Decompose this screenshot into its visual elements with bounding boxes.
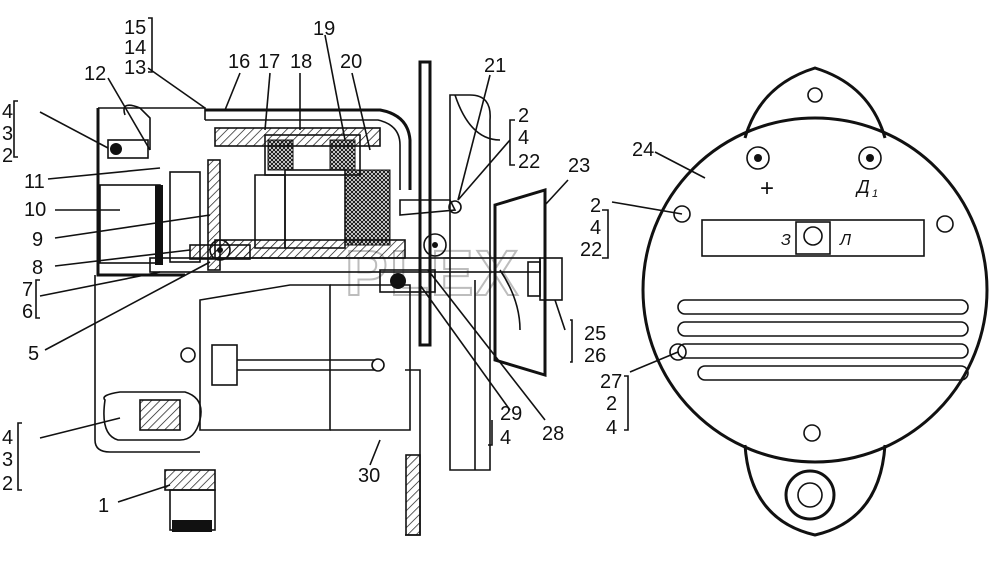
callout-13: 13	[124, 57, 146, 79]
rotor	[284, 169, 346, 249]
terminal-screw-z	[803, 226, 823, 246]
pulley	[493, 187, 547, 378]
field-coil	[344, 169, 391, 246]
callout-25: 25	[584, 323, 606, 345]
front-bearing	[423, 233, 447, 257]
mounting-lug	[199, 284, 331, 431]
callout-2-end: 2	[590, 195, 601, 217]
callout-4-end: 4	[590, 217, 601, 239]
callout-4-bottom: 4	[606, 417, 617, 439]
callouts: 15 14 13 16 17 18 19 20 21 12 4 3 2 11 1…	[2, 17, 654, 517]
pulley-nut	[539, 257, 563, 301]
callout-12: 12	[84, 63, 106, 85]
callout-28: 28	[542, 423, 564, 445]
callout-26: 26	[584, 345, 606, 367]
terminal-d1-sub: 1	[872, 188, 878, 200]
terminal-d1: Д	[855, 177, 870, 197]
stator-winding	[264, 134, 361, 176]
callout-4-front: 4	[518, 127, 529, 149]
callout-5: 5	[28, 343, 39, 365]
callout-17: 17	[258, 51, 280, 73]
end-cover	[641, 116, 989, 464]
callout-2-upper: 2	[2, 145, 13, 167]
callout-14: 14	[124, 37, 146, 59]
callout-19: 19	[313, 18, 335, 40]
callout-22-front: 22	[518, 151, 540, 173]
screw-lower-left	[669, 343, 687, 361]
leader-lines	[13, 17, 706, 503]
screw-right	[936, 215, 954, 233]
screw-left	[673, 205, 691, 223]
callout-15: 15	[124, 17, 146, 39]
callout-6: 6	[22, 301, 33, 323]
callout-30: 30	[358, 465, 380, 487]
terminal-screw-d1	[858, 146, 882, 170]
sectional-view	[94, 60, 563, 536]
callout-27: 27	[600, 371, 622, 393]
callout-20: 20	[340, 51, 362, 73]
callout-2-lower: 2	[2, 473, 13, 495]
callout-10: 10	[24, 199, 46, 221]
mounting-hole	[784, 469, 836, 521]
callout-4-pulley: 4	[500, 427, 511, 449]
callout-8: 8	[32, 257, 43, 279]
callout-22-end: 22	[580, 239, 602, 261]
terminal-bolt-lower	[103, 391, 202, 441]
terminal-l: Л	[839, 232, 851, 249]
callout-2-bottom: 2	[606, 393, 617, 415]
lower-housing-outline	[94, 275, 200, 453]
callout-3-lower: 3	[2, 449, 13, 471]
terminal-z: З	[781, 232, 791, 249]
callout-2-front: 2	[518, 105, 529, 127]
bottom-ear	[743, 444, 887, 537]
mounting-foot	[164, 469, 216, 491]
callout-4-lower: 4	[2, 427, 13, 449]
callout-16: 16	[228, 51, 250, 73]
top-ear	[743, 66, 887, 139]
end-view: + Д 1 З Л	[641, 66, 989, 537]
terminal-plus: +	[760, 175, 774, 202]
fan	[418, 60, 432, 347]
callout-24: 24	[632, 139, 654, 161]
callout-29: 29	[500, 403, 522, 425]
terminal-screw-plus	[746, 146, 770, 170]
callout-1: 1	[98, 495, 109, 517]
pulley-hub	[449, 94, 491, 471]
terminal-plate	[701, 219, 925, 257]
callout-7: 7	[22, 279, 33, 301]
callout-4-upper: 4	[2, 101, 13, 123]
rear-cover-outline	[96, 108, 185, 277]
callout-3-upper: 3	[2, 123, 13, 145]
callout-23: 23	[568, 155, 590, 177]
callout-21: 21	[484, 55, 506, 77]
callout-9: 9	[32, 229, 43, 251]
callout-18: 18	[290, 51, 312, 73]
callout-11: 11	[24, 171, 45, 193]
